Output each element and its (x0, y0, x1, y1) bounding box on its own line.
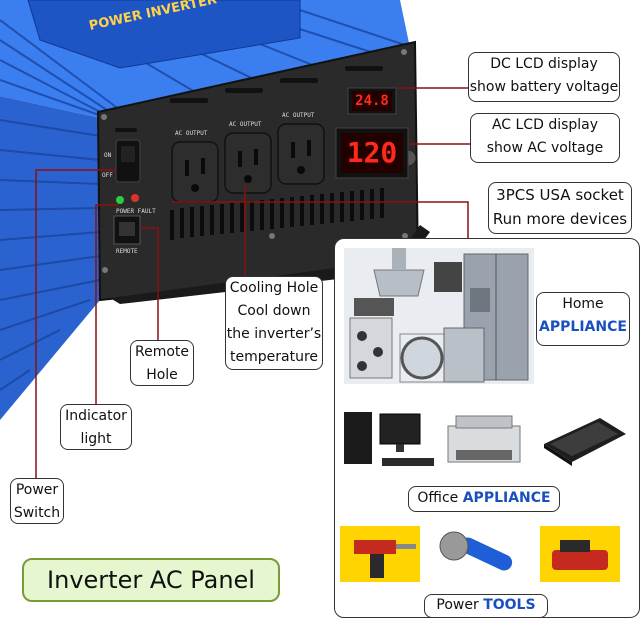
outlet-label-1: AC OUTPUT (175, 130, 208, 137)
indicator-light-callout: Indicator light (60, 404, 132, 450)
inverter-body-side (0, 96, 100, 420)
indicator-led-green (116, 196, 124, 204)
power-switch-callout: Power Switch (10, 478, 64, 524)
panel-title: Inverter AC Panel (22, 558, 280, 602)
ac-lcd-line2: show AC voltage (486, 140, 604, 156)
indicator-line2: light (80, 431, 112, 447)
power-switch-line2: Switch (13, 505, 61, 521)
office-label-emphasis: APPLIANCE (462, 490, 551, 506)
dc-lcd-display: 24.8 (352, 91, 392, 111)
remote-hole-callout: Remote Hole (130, 340, 194, 386)
dc-lcd-line1: DC LCD display (490, 56, 598, 72)
indicator-line1: Indicator (65, 408, 127, 424)
dc-lcd-callout: DC LCD display show battery voltage (468, 52, 620, 102)
ac-lcd-display: 120 (341, 133, 403, 173)
ac-lcd-callout: AC LCD display show AC voltage (470, 113, 620, 163)
cooling-hole-line2: Cool down (237, 303, 311, 319)
indicator-led-red (131, 194, 139, 202)
power-switch-leader (35, 169, 116, 478)
office-appliance-label: Office APPLIANCE (408, 486, 560, 512)
drill-image (340, 526, 420, 582)
home-label-line2: APPLIANCE (539, 319, 627, 335)
ac-outlets (171, 123, 325, 203)
scanner-image (544, 418, 626, 466)
home-appliance-label: Home APPLIANCE (536, 292, 630, 346)
switch-off-label: OFF (102, 172, 113, 179)
power-tools-label: Power TOOLS (424, 594, 548, 618)
outlet-label-3: AC OUTPUT (282, 112, 315, 119)
tools-label-prefix: Power (436, 597, 479, 613)
usa-socket-line2: Run more devices (492, 210, 628, 228)
ac-lcd-line1: AC LCD display (491, 117, 599, 133)
indicator-label: POWER FAULT (116, 208, 156, 215)
printer-image (447, 415, 521, 463)
indicator-leader (95, 204, 118, 406)
cooling-hole-line3: the inverter’s (226, 326, 322, 342)
computer-image (344, 412, 434, 466)
nameplate (27, 0, 301, 69)
outlet-label-2: AC OUTPUT (229, 121, 262, 128)
cooling-hole-line4: temperature (230, 349, 318, 365)
cooling-hole-line1: Cooling Hole (229, 280, 319, 296)
switch-on-label: ON (104, 152, 112, 159)
office-label-prefix: Office (417, 490, 459, 506)
usa-socket-line1: 3PCS USA socket (496, 186, 624, 204)
home-label-line1: Home (562, 296, 604, 312)
sander-image (540, 526, 620, 582)
dc-lcd-line2: show battery voltage (469, 79, 619, 95)
tools-label-emphasis: TOOLS (483, 597, 536, 613)
cooling-hole-callout: Cooling Hole Cool down the inverter’s te… (225, 276, 323, 370)
home-appliance-image (344, 248, 534, 384)
power-switch-line1: Power (15, 482, 59, 498)
usa-socket-leader (172, 201, 469, 238)
usa-socket-callout: 3PCS USA socket Run more devices (488, 182, 632, 234)
grinder-image (439, 531, 513, 571)
remote-hole-leader (140, 227, 159, 340)
remote-hole-line2: Hole (146, 367, 178, 383)
remote-label: REMOTE (116, 248, 138, 255)
remote-hole-line1: Remote (134, 344, 190, 360)
